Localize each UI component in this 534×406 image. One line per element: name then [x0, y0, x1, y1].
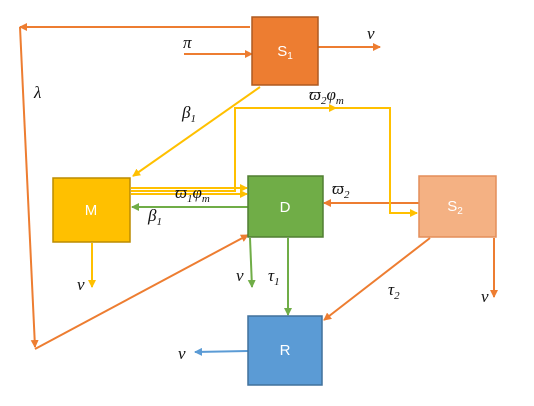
label-beta1-top: β1 — [181, 103, 196, 125]
node-s2: S2 — [418, 175, 497, 238]
node-r: R — [247, 315, 323, 386]
edge-d-nu — [247, 237, 256, 288]
node-m: M — [52, 177, 131, 243]
label-omega2-phim: ϖ2φm — [309, 85, 344, 107]
label-tau1: τ1 — [268, 266, 280, 288]
label-omega1-phim: ϖ1φm — [175, 183, 210, 205]
label-lambda: λ — [33, 83, 41, 102]
node-s1: S1 — [251, 16, 319, 86]
label-tau2: τ2 — [388, 280, 400, 302]
edge-lambda-to-d — [34, 234, 249, 350]
label-omega2: ϖ2 — [332, 179, 350, 201]
svg-text:M: M — [85, 202, 98, 219]
label-nu-s2: ν — [481, 287, 489, 306]
label-beta1-bottom: β1 — [147, 206, 162, 228]
edge-r-nu — [194, 347, 249, 356]
label-pi: π — [183, 33, 192, 52]
edge-lambda-loop-side — [19, 26, 39, 348]
svg-text:S1: S1 — [277, 43, 293, 62]
svg-text:D: D — [280, 199, 291, 216]
node-d: D — [247, 175, 324, 238]
edge-s1-to-m — [132, 86, 261, 177]
label-nu-m: ν — [77, 275, 85, 294]
label-nu-s1: ν — [367, 24, 375, 43]
svg-text:R: R — [280, 342, 291, 359]
label-nu-r: ν — [178, 344, 186, 363]
edge-s2-to-r — [323, 237, 431, 321]
svg-text:S2: S2 — [447, 198, 463, 217]
label-nu-d: ν — [236, 266, 244, 285]
